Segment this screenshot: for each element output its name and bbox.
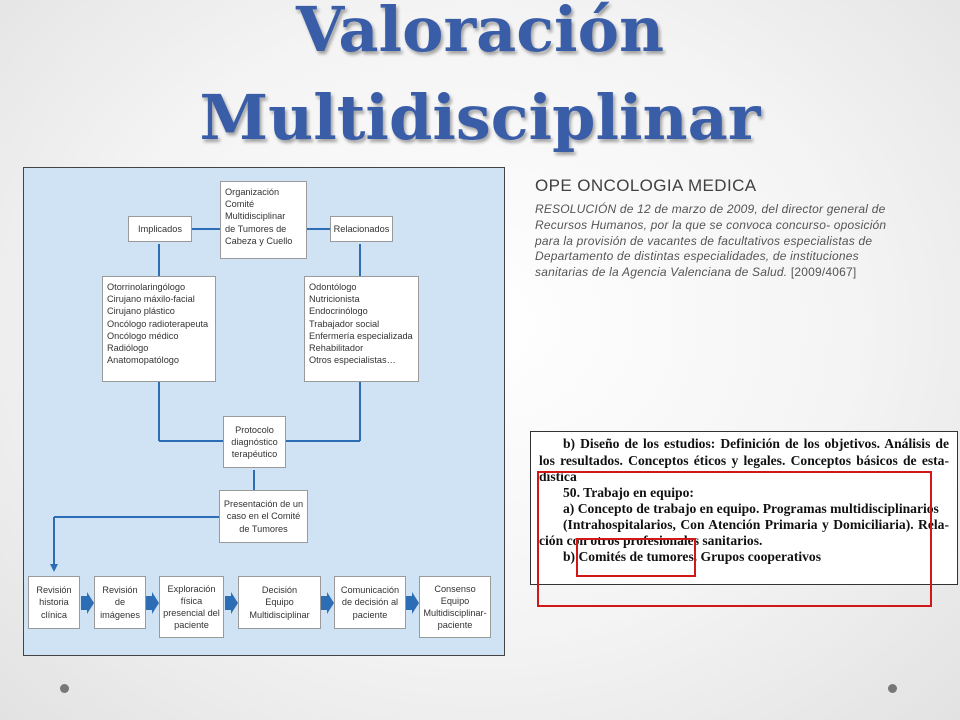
step-exploracion: Exploración física presencial del pacien…: [159, 576, 224, 638]
excerpt-line-8: b) Comités de tumores. Grupos cooperativ…: [563, 549, 822, 564]
step-revision-imagenes: Revisión de imágenes: [94, 576, 146, 629]
excerpt-line-4: 50. Trabajo en equipo:: [563, 485, 694, 500]
ope-heading: OPE ONCOLOGIA MEDICA: [535, 176, 757, 195]
relacionados-box: Relacionados: [330, 216, 393, 242]
resolution-text: RESOLUCIÓN de 12 de marzo de 2009, del d…: [535, 202, 907, 281]
step-revision-historia: Revisión historia clínica: [28, 576, 80, 629]
excerpt-line-2: los resultados. Conceptos éticos y legal…: [539, 453, 949, 468]
highlight-committee-box: [576, 538, 696, 577]
syllabus-excerpt: b) Diseño de los estudios: Definición de…: [530, 431, 958, 585]
slide-title-line2: Multidisciplinar: [199, 81, 761, 154]
excerpt-line-6: (Intrahospitalarios, Con Atención Primar…: [563, 517, 949, 532]
step-decision: Decisión Equipo Multidisciplinar: [238, 576, 321, 629]
excerpt-line-7: ción con otros profesionales sanitarios.: [539, 533, 763, 548]
excerpt-line-1: b) Diseño de los estudios: Definición de…: [563, 436, 949, 451]
implicados-list: Otorrinolaringólogo Cirujano máxilo-faci…: [102, 276, 216, 382]
decorative-dot-right: [888, 684, 897, 693]
slide-title-line1: Valoración: [295, 0, 665, 66]
step-consenso: Consenso Equipo Multidisciplinar- pacien…: [419, 576, 491, 638]
resolution-reference: [2009/4067]: [790, 265, 857, 280]
organization-box: Organización Comité Multidisciplinar de …: [220, 181, 307, 259]
protocolo-box: Protocolo diagnóstico terapéutico: [223, 416, 286, 468]
resolution-body: RESOLUCIÓN de 12 de marzo de 2009, del d…: [535, 202, 887, 280]
flowchart-panel: Organización Comité Multidisciplinar de …: [23, 167, 505, 656]
flowchart-connectors: [50, 228, 419, 614]
excerpt-line-5: a) Concepto de trabajo en equipo. Progra…: [563, 501, 939, 516]
step-comunicacion: Comunicación de decisión al paciente: [334, 576, 406, 629]
implicados-box: Implicados: [128, 216, 192, 242]
highlight-section-box: [537, 471, 932, 607]
presentacion-box: Presentación de un caso en el Comité de …: [219, 490, 308, 543]
decorative-dot-left: [60, 684, 69, 693]
relacionados-list: Odontólogo Nutricionista Endocrinólogo T…: [304, 276, 419, 382]
